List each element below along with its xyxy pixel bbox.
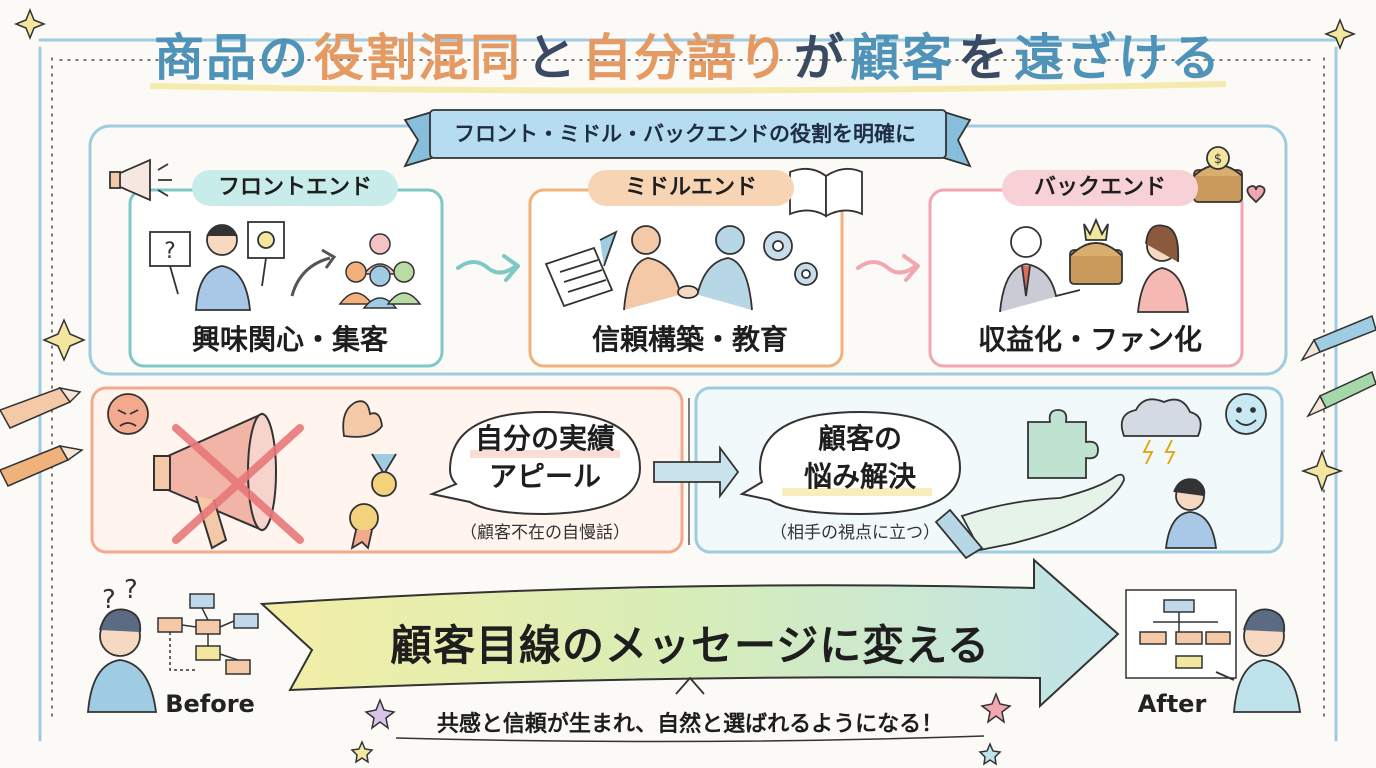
cross-mark-icon xyxy=(172,424,304,544)
open-hand-icon xyxy=(934,473,1125,560)
messy-flowchart-icon xyxy=(157,593,259,675)
happy-customer-icon xyxy=(1137,224,1189,313)
angry-face-icon xyxy=(107,393,149,435)
svg-text:?: ? xyxy=(124,575,138,605)
medal-icon xyxy=(371,453,397,497)
bad-example-note: （顧客不在の自慢話） xyxy=(460,523,630,543)
bad-bubble-line: 自分の実績 xyxy=(474,422,615,455)
star-icon xyxy=(350,691,1012,766)
transition-arrow-icon xyxy=(653,445,740,499)
title-segment: と xyxy=(526,29,578,87)
pencil-icon xyxy=(1300,314,1376,418)
flow-arrow-icon xyxy=(456,254,920,282)
crossed-megaphone-icon xyxy=(153,412,277,550)
title-segment: を xyxy=(958,29,1010,87)
confused-person-icon: ? ? xyxy=(87,575,158,713)
gear-icon xyxy=(763,231,818,286)
before-label: Before xyxy=(165,690,255,718)
front-stage-label: フロントエンド xyxy=(192,170,398,206)
puzzle-piece-icon xyxy=(1027,409,1099,479)
thinking-person-icon xyxy=(1164,478,1218,549)
bad-bubble-text: 自分の実績 アピール xyxy=(450,420,640,496)
title-segment: 商品の xyxy=(154,29,310,87)
middle-stage-label: ミドルエンド xyxy=(588,170,794,206)
bad-bubble-line: アピール xyxy=(488,460,601,493)
treasure-chest-icon: $ xyxy=(1193,146,1266,204)
title-segment: が xyxy=(794,29,846,87)
svg-text:$: $ xyxy=(1214,152,1222,167)
page-title: 商品の役割混同と自分語りが顧客を遠ざける xyxy=(0,18,1376,90)
audience-arrowhead xyxy=(321,248,337,269)
good-example-note: （相手の視点に立つ） xyxy=(770,523,940,543)
bubble-highlight xyxy=(782,488,932,496)
good-bubble-line: 顧客の xyxy=(817,422,902,455)
good-bubble-text: 顧客の 悩み解決 xyxy=(760,420,960,496)
good-bubble-line: 悩み解決 xyxy=(803,460,916,493)
crown-chest-icon xyxy=(1069,217,1123,285)
after-label: After xyxy=(1137,690,1207,718)
banner-text: フロント・ミドル・バックエンドの役割を明確に xyxy=(454,122,916,146)
title-segment: 自分語り xyxy=(582,29,790,87)
person-with-question-sign-icon: ? xyxy=(149,221,285,311)
smile-face-icon xyxy=(1225,393,1267,435)
back-stage-caption: 収益化・ファン化 xyxy=(977,323,1202,356)
notebook-icon xyxy=(544,230,618,308)
title-segment: 役割混同 xyxy=(314,29,522,87)
back-stage-label: バックエンド xyxy=(1002,170,1198,206)
big-arrow-text: 顧客目線のメッセージに変える xyxy=(390,621,990,670)
bubble-highlight xyxy=(470,450,620,458)
megaphone-icon xyxy=(109,158,172,202)
banner-ribbon xyxy=(403,109,972,168)
svg-text:?: ? xyxy=(102,585,116,615)
organized-chart-icon xyxy=(1125,589,1237,679)
audience-arrow-icon xyxy=(290,256,331,297)
middle-stage-caption: 信頼構築・教育 xyxy=(591,323,788,356)
svg-text:?: ? xyxy=(164,239,176,264)
sparkle-icon xyxy=(13,7,1357,493)
title-segment: 遠ざける xyxy=(1014,29,1222,87)
audience-group-icon xyxy=(338,233,422,309)
pencil-icon xyxy=(0,386,84,487)
businessman-icon xyxy=(999,226,1081,313)
bottom-note: 共感と信頼が生まれ、自然と選ばれるようになる！ xyxy=(436,712,944,737)
title-underline xyxy=(149,81,1227,94)
bottom-note-underline xyxy=(395,735,985,743)
handshake-icon xyxy=(623,225,753,311)
speech-bubble-bad xyxy=(428,410,642,516)
book-icon xyxy=(789,167,863,218)
title-segment: 顧客 xyxy=(850,29,954,87)
front-stage-caption: 興味関心・集客 xyxy=(191,323,388,356)
muscle-arm-icon xyxy=(342,400,383,438)
award-rosette-icon xyxy=(349,503,379,550)
bottom-note-pointer xyxy=(675,676,705,695)
worry-cloud-icon xyxy=(1120,398,1202,465)
happy-person-icon xyxy=(1215,608,1302,713)
big-arrow-shape xyxy=(259,557,1120,709)
